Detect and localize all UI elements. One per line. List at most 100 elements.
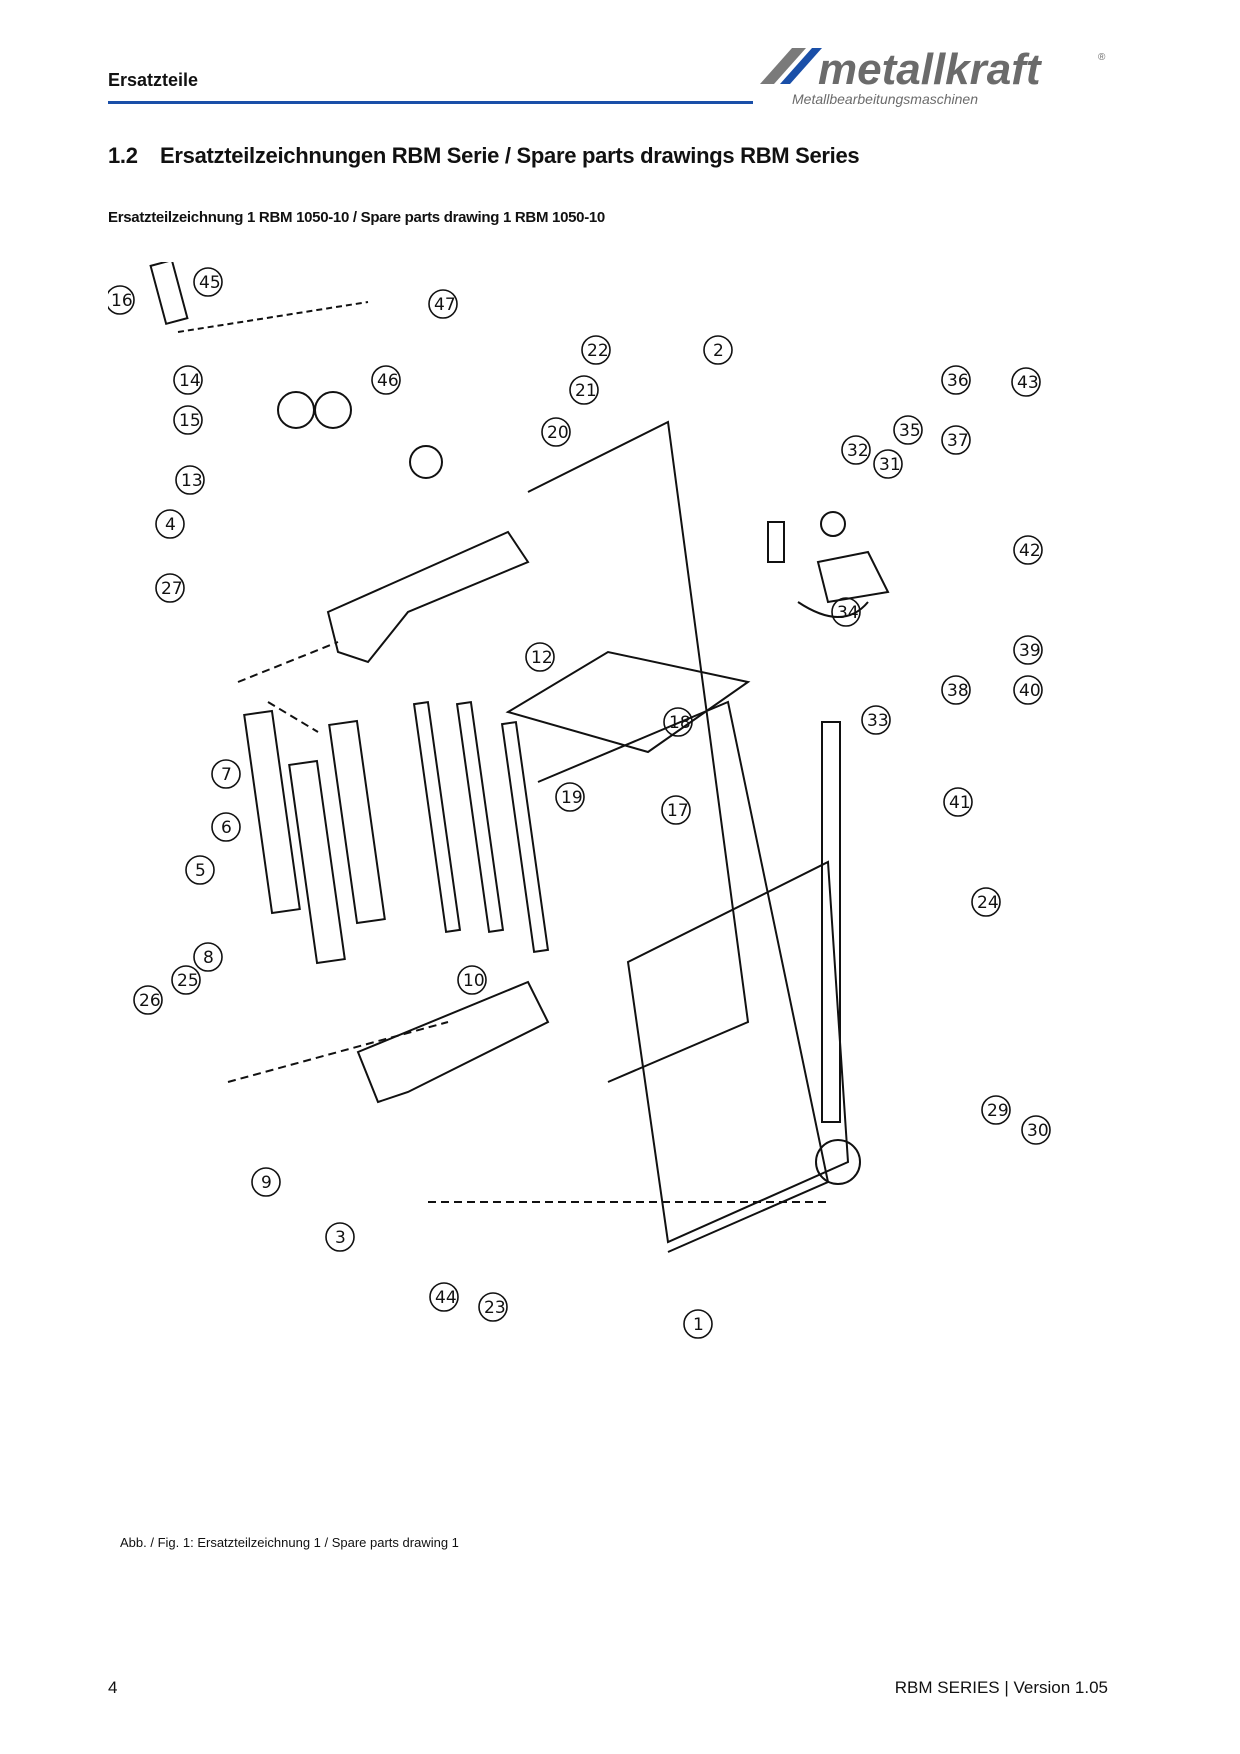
callout-4: 4 [155,509,185,539]
svg-text:5: 5 [195,861,206,881]
callout-12: 12 [525,642,555,672]
spare-parts-drawing: 16 45 47 2 14 15 13 4 27 22 21 20 36 43 … [108,262,1051,1339]
svg-text:43: 43 [1017,373,1039,393]
callout-33: 33 [861,705,891,735]
handle-16 [149,262,189,326]
callout-47: 47 [428,289,458,319]
heading-number: 1.2 [108,143,138,168]
svg-text:17: 17 [667,801,689,821]
svg-text:25: 25 [177,971,199,991]
svg-text:41: 41 [949,793,971,813]
header-rule [108,101,753,104]
callout-42: 42 [1013,535,1043,565]
leader-dashes [227,641,828,1203]
svg-text:6: 6 [221,818,232,838]
svg-text:24: 24 [977,893,999,913]
callout-5: 5 [185,855,215,885]
leader-16 [177,301,369,333]
svg-text:22: 22 [587,341,609,361]
svg-text:30: 30 [1027,1121,1049,1141]
svg-text:23: 23 [484,1298,506,1318]
figure-caption: Abb. / Fig. 1: Ersatzteilzeichnung 1 / S… [120,1535,459,1550]
callout-14: 14 [173,365,203,395]
callout-16: 16 [108,285,135,315]
callout-29: 29 [981,1095,1011,1125]
segment-33 [797,601,869,618]
roller-5 [243,709,301,915]
logo-slash-mark [760,48,806,84]
callout-13: 13 [175,465,205,495]
callout-27: 27 [155,573,185,603]
svg-text:45: 45 [199,273,221,293]
rack-19 [412,701,462,933]
callout-32: 32 [841,435,871,465]
callout-30: 30 [1021,1115,1051,1145]
svg-text:42: 42 [1019,541,1041,561]
svg-text:20: 20 [547,423,569,443]
svg-text:38: 38 [947,681,969,701]
callout-35: 35 [893,415,923,445]
svg-text:15: 15 [179,411,201,431]
svg-text:46: 46 [377,371,399,391]
callout-18: 18 [663,707,693,737]
callout-39: 39 [1013,635,1043,665]
callout-43: 43 [1011,367,1041,397]
rod-24 [821,721,841,1123]
shaft-17 [500,721,550,953]
svg-text:27: 27 [161,579,183,599]
callout-19: 19 [555,782,585,812]
base-beam-upper [527,420,750,1083]
callout-36: 36 [941,365,971,395]
svg-text:19: 19 [561,788,583,808]
callout-9: 9 [251,1167,281,1197]
callouts: 16 45 47 2 14 15 13 4 27 22 21 20 36 43 … [108,267,1051,1339]
svg-text:35: 35 [899,421,921,441]
base-beam-lower [537,700,830,1253]
callout-21: 21 [569,375,599,405]
handwheel-29 [815,1139,861,1185]
logo-tagline: Metallbearbeitungsmaschinen [792,91,978,107]
section-title: Ersatzteile [108,70,199,90]
callout-34: 34 [831,597,861,627]
callout-2: 2 [703,335,733,365]
svg-text:21: 21 [575,381,597,401]
callout-45: 45 [193,267,223,297]
logo-slash-accent [780,48,822,84]
svg-text:7: 7 [221,765,232,785]
base-bottom-plate [626,860,850,1244]
svg-text:14: 14 [179,371,201,391]
callout-10: 10 [457,965,487,995]
callout-3: 3 [325,1222,355,1252]
callout-8: 8 [193,942,223,972]
callout-22: 22 [581,335,611,365]
svg-text:3: 3 [335,1228,346,1248]
callout-1: 1 [683,1309,713,1339]
svg-text:29: 29 [987,1101,1009,1121]
svg-text:12: 12 [531,648,553,668]
callout-23: 23 [478,1292,508,1322]
logo-registered: ® [1098,52,1106,63]
callout-44: 44 [429,1282,459,1312]
svg-text:1: 1 [693,1315,704,1335]
svg-text:34: 34 [837,603,859,623]
page-number: 4 [108,1678,118,1697]
svg-text:2: 2 [713,341,724,361]
right-end-frame [356,980,550,1104]
callout-15: 15 [173,405,203,435]
callout-17: 17 [661,795,691,825]
svg-text:8: 8 [203,948,214,968]
callout-41: 41 [943,787,973,817]
callout-24: 24 [971,887,1001,917]
drawing-subheading: Ersatzteilzeichnung 1 RBM 1050-10 / Spar… [108,209,605,226]
svg-text:37: 37 [947,431,969,451]
gear-46 [314,391,352,429]
callout-46: 46 [371,365,401,395]
svg-text:26: 26 [139,991,161,1011]
svg-text:31: 31 [879,455,901,475]
callout-6: 6 [211,812,241,842]
base-plate [505,650,751,754]
svg-text:39: 39 [1019,641,1041,661]
svg-text:47: 47 [434,295,456,315]
roller-7 [328,719,386,925]
